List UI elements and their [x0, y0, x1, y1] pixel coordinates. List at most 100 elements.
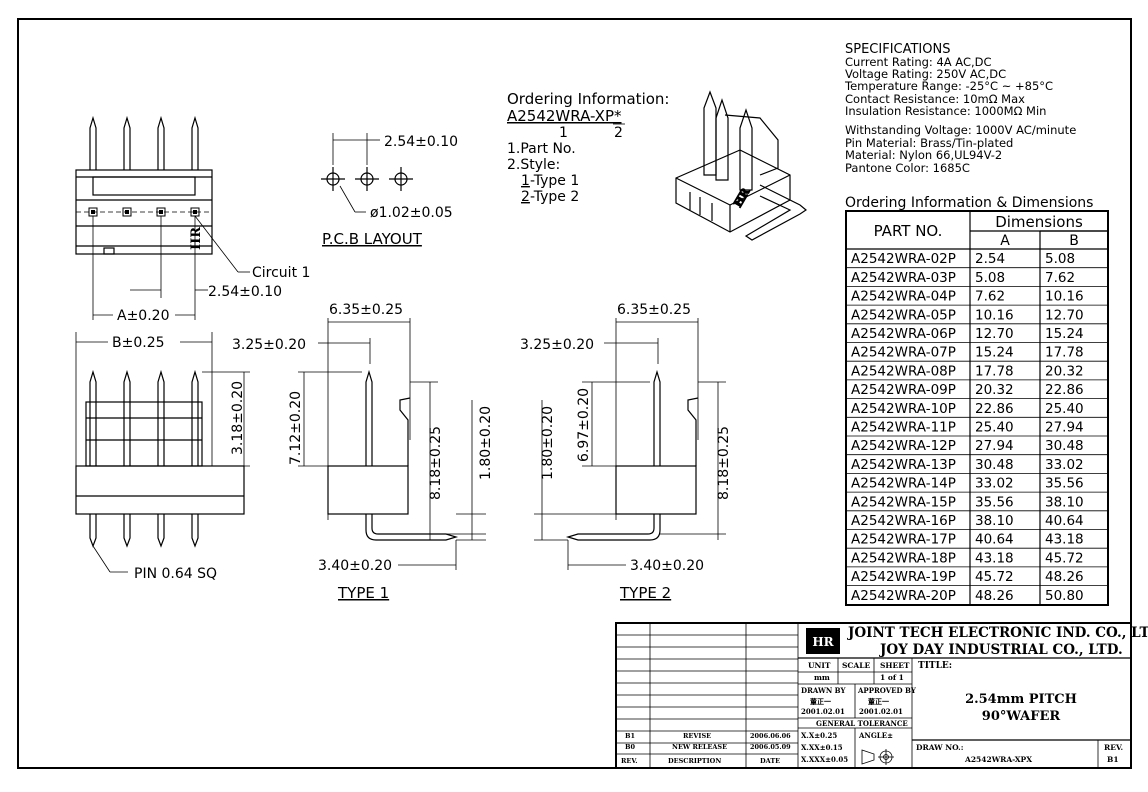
tolerance-label: GENERAL TOLERANCE: [816, 719, 908, 728]
rev-code: B0: [625, 743, 635, 751]
dim-a-cell: 17.78: [975, 363, 1014, 379]
company-name-2: JOY DAY INDUSTRIAL CO., LTD.: [879, 642, 1123, 658]
type1-bottom: 3.40±0.20: [318, 558, 392, 574]
pcb-hole: ø1.02±0.05: [370, 205, 453, 221]
title-label: TITLE:: [918, 661, 952, 671]
pcb-layout: 2.54±0.10 ø1.02±0.05 P.C.B LAYOUT: [321, 133, 458, 248]
dim-b-cell: 38.10: [1045, 494, 1084, 510]
circuit-label: Circuit 1: [252, 265, 310, 281]
type2-h2: 8.18±0.25: [716, 426, 732, 500]
part-number-cell: A2542WRA-15P: [851, 494, 956, 510]
dim-b-cell: 20.32: [1045, 363, 1084, 379]
sheet-value: 1 of 1: [880, 673, 904, 682]
projection-symbol-icon: [861, 749, 894, 765]
spec-line: Material: Nylon 66,UL94V-2: [845, 148, 1002, 162]
ordering-num2: 2: [614, 125, 623, 141]
part-number-cell: A2542WRA-19P: [851, 569, 956, 585]
dim-a: A±0.20: [117, 308, 169, 324]
approved-date: 2001.02.01: [859, 707, 903, 716]
dim-b-cell: 15.24: [1045, 326, 1084, 342]
part-number-cell: A2542WRA-17P: [851, 532, 956, 548]
hr-marking: HR: [189, 227, 204, 250]
rev-head-desc: DESCRIPTION: [668, 757, 721, 765]
drawn-by-name: 董正一: [810, 697, 831, 706]
dim-b-cell: 10.16: [1045, 289, 1084, 305]
dim-b-cell: 30.48: [1045, 438, 1084, 454]
part-number-cell: A2542WRA-06P: [851, 326, 956, 342]
spec-line: Insulation Resistance: 1000MΩ Min: [845, 104, 1046, 118]
dim-b-cell: 22.86: [1045, 382, 1084, 398]
pcb-pitch: 2.54±0.10: [384, 134, 458, 150]
approved-by-label: APPROVED BY: [857, 686, 917, 695]
rev-date: 2006.06.06: [750, 732, 791, 740]
dim-a-cell: 35.56: [975, 494, 1014, 510]
type1-h1: 7.12±0.20: [288, 391, 304, 465]
type1-h3: 1.80±0.20: [478, 406, 494, 480]
dimension-table: Ordering Information & Dimensions PART N…: [845, 195, 1109, 606]
type1-caption: TYPE 1: [337, 584, 389, 602]
spec-line: Voltage Rating: 250V AC,DC: [845, 67, 1006, 81]
part-number-cell: A2542WRA-04P: [851, 289, 956, 305]
dim-a-cell: 7.62: [975, 289, 1005, 305]
dim-a-cell: 2.54: [975, 251, 1005, 267]
rev-label: REV.: [1104, 743, 1123, 752]
dim-b-cell: 7.62: [1045, 270, 1075, 286]
ordering-info: Ordering Information: A2542WRA-XP * 1 2 …: [507, 90, 669, 205]
title-line-2: 90°WAFER: [982, 709, 1061, 724]
style1-label: -Type 1: [530, 173, 579, 189]
table-title: Ordering Information & Dimensions: [845, 195, 1093, 211]
type1-view: 6.35±0.25 3.25±0.20 7.12±0.20 8.18±0.25 …: [232, 302, 494, 602]
dim-a-cell: 20.32: [975, 382, 1014, 398]
dim-b-cell: 48.26: [1045, 569, 1084, 585]
part-number-cell: A2542WRA-13P: [851, 457, 956, 473]
title-line-1: 2.54mm PITCH: [965, 692, 1077, 707]
dim-a-cell: 5.08: [975, 270, 1005, 286]
rev-head-rev: REV.: [621, 757, 638, 765]
col-a-header: A: [1000, 233, 1010, 249]
part-number-cell: A2542WRA-18P: [851, 550, 956, 566]
part-number-cell: A2542WRA-12P: [851, 438, 956, 454]
iso-view: HR: [675, 90, 808, 241]
spec-line: Contact Resistance: 10mΩ Max: [845, 92, 1025, 106]
part-number-cell: A2542WRA-03P: [851, 270, 956, 286]
dim-b-cell: 17.78: [1045, 345, 1084, 361]
svg-text:HR: HR: [812, 635, 834, 649]
part-number-cell: A2542WRA-20P: [851, 588, 956, 604]
type2-h1: 6.97±0.20: [576, 388, 592, 462]
style2-label: -Type 2: [530, 189, 579, 205]
rev-date: 2006.05.09: [750, 743, 791, 751]
dim-b-cell: 27.94: [1045, 420, 1084, 436]
ordering-num1: 1: [559, 125, 568, 141]
part-number-cell: A2542WRA-05P: [851, 307, 956, 323]
sheet-label: SHEET: [880, 661, 910, 670]
specifications: SPECIFICATIONS Current Rating: 4A AC,DC …: [844, 42, 1076, 175]
type2-view: 6.35±0.25 3.25±0.20 6.97±0.20 8.18±0.25 …: [520, 302, 732, 602]
pcb-caption: P.C.B LAYOUT: [322, 230, 423, 248]
style1-num: 1: [521, 173, 530, 189]
dim-a-cell: 45.72: [975, 569, 1014, 585]
col-b-header: B: [1069, 233, 1079, 249]
spec-line: Current Rating: 4A AC,DC: [845, 55, 992, 69]
svg-text:HR: HR: [731, 185, 752, 209]
ordering-item1: 1.Part No.: [507, 141, 576, 157]
rev-desc: REVISE: [683, 732, 711, 740]
scale-label: SCALE: [842, 661, 870, 670]
specs-title: SPECIFICATIONS: [845, 42, 950, 57]
drawing-border: [17, 18, 1132, 769]
dim-b-cell: 5.08: [1045, 251, 1075, 267]
tolerance-3: X.XXX±0.05: [801, 755, 848, 764]
type1-offset: 3.25±0.20: [232, 337, 306, 353]
ordering-item2: 2.Style:: [507, 157, 560, 173]
tolerance-1: X.X±0.25: [801, 731, 837, 740]
dim-b-cell: 33.02: [1045, 457, 1084, 473]
drawn-by-label: DRAWN BY: [801, 686, 846, 695]
dim-height: 3.18±0.20: [230, 381, 246, 455]
draw-no-label: DRAW NO.:: [916, 743, 964, 752]
dim-a-cell: 43.18: [975, 550, 1014, 566]
front-view: B±0.25 3.18±0.20 PIN 0.64 SQ: [75, 332, 250, 582]
dim-b-cell: 50.80: [1045, 588, 1084, 604]
dim-b-cell: 12.70: [1045, 307, 1084, 323]
part-number-cell: A2542WRA-14P: [851, 476, 956, 492]
unit-label: UNIT: [808, 661, 831, 670]
spec-line: Temperature Range: -25°C ~ +85°C: [844, 79, 1053, 93]
